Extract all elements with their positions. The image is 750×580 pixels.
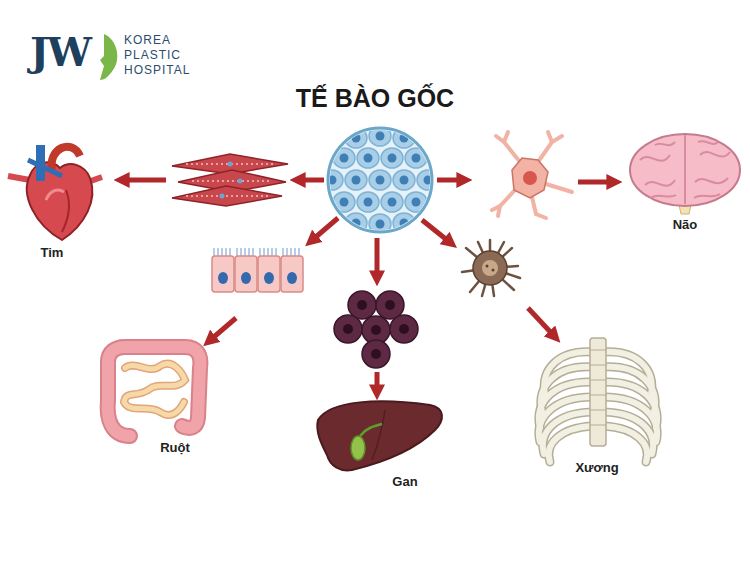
liver-illustration [317, 401, 442, 470]
logo-leaf [100, 34, 117, 80]
brain-illustration [630, 134, 740, 214]
organ-node: Tim [5, 138, 105, 261]
neuron-cell [492, 132, 572, 218]
muscle-cells [172, 154, 288, 206]
bone-cell [462, 240, 520, 296]
ribcage-illustration [539, 338, 657, 462]
intestine-illustration [108, 347, 201, 436]
stem-cell-cluster [321, 126, 439, 234]
organ-node: Xương [525, 335, 670, 476]
organ-label: Xương [575, 459, 618, 476]
logo-mark: JW [30, 28, 90, 76]
liver-cells [334, 291, 418, 368]
epithelial-cells [212, 248, 303, 292]
organ-label: Tim [41, 244, 64, 261]
organ-node: Não [625, 132, 745, 233]
organ-node: Ruột [95, 338, 220, 456]
organ-label: Não [673, 216, 698, 233]
heart-illustration [8, 145, 102, 240]
diagram-title: TẾ BÀO GỐC [0, 84, 750, 113]
organ-node: Gan [312, 396, 452, 490]
logo-text: KOREA PLASTIC HOSPITAL [124, 33, 190, 78]
organ-label: Gan [392, 473, 417, 490]
organ-label: Ruột [160, 439, 190, 456]
